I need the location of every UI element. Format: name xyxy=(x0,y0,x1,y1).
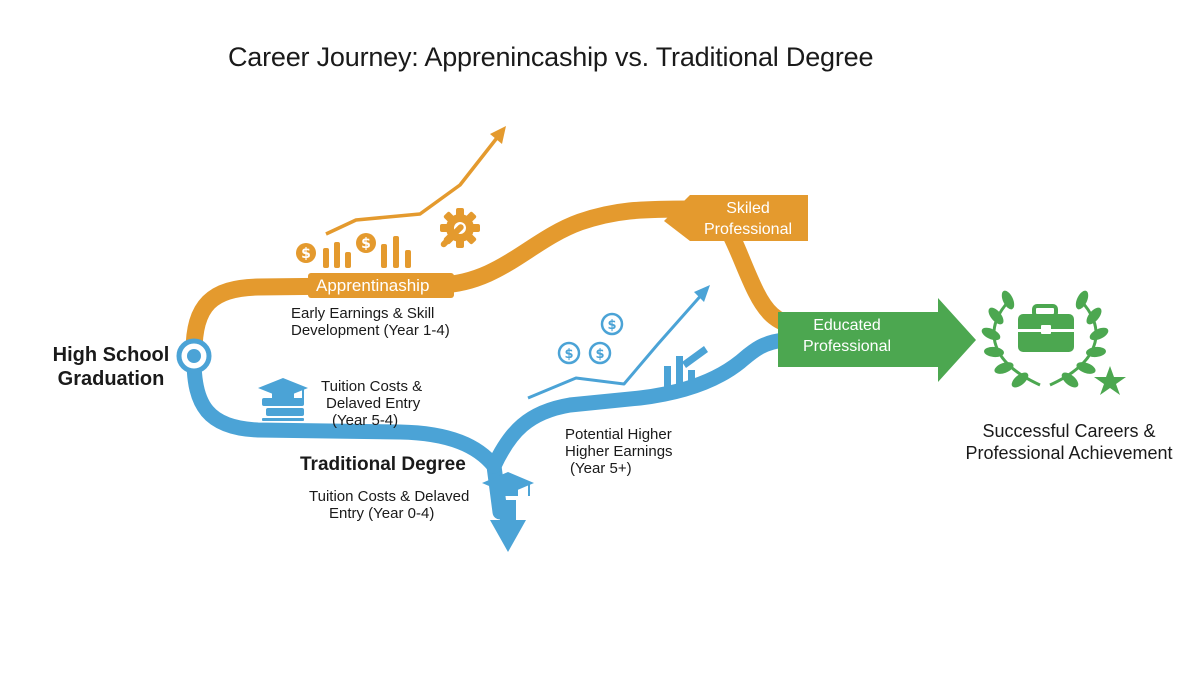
apprenticeship-banner xyxy=(308,273,454,298)
star-icon xyxy=(1094,366,1126,395)
apprenticeship-path xyxy=(185,200,804,361)
trend-arrow-icon xyxy=(325,126,506,236)
apprenticeship-label: Apprentinaship xyxy=(316,276,430,295)
dollar-coin-icon: $ xyxy=(296,243,316,263)
briefcase-icon xyxy=(1018,304,1074,352)
dollar-coin-icon: $ xyxy=(356,233,376,253)
potential-earnings-description: Potential Higher Higher Earnings (Year 5… xyxy=(565,426,673,477)
gear-wrench-icon xyxy=(440,208,480,248)
traditional-path xyxy=(186,352,508,520)
start-node-core xyxy=(187,349,201,363)
graduation-cap-icon xyxy=(258,378,308,400)
trend-arrow-icon xyxy=(527,285,710,400)
svg-text:$: $ xyxy=(301,246,311,262)
svg-text:$: $ xyxy=(564,347,573,362)
apprenticeship-description: Early Earnings & Skill Development (Year… xyxy=(291,305,450,339)
educated-professional-arrow xyxy=(778,298,976,382)
svg-text:$: $ xyxy=(595,347,604,362)
skilled-professional-banner xyxy=(664,195,808,241)
traditional-lower-description: Tuition Costs & Delaved Entry (Year 0-4) xyxy=(309,488,470,522)
graduation-cap-icon xyxy=(482,472,534,496)
bar-chart-icon xyxy=(323,236,411,268)
dollar-coin-icon: $ xyxy=(588,341,612,365)
page-title: Career Journey: Apprenincaship vs. Tradi… xyxy=(228,42,874,72)
svg-text:$: $ xyxy=(361,236,371,252)
traditional-upward-path xyxy=(486,332,793,474)
traditional-degree-label: Traditional Degree xyxy=(300,454,466,475)
laurel-wreath-icon xyxy=(981,290,1109,388)
outcome-label: Successful Careers &Professional Achieve… xyxy=(965,421,1173,463)
dollar-coin-icon: $ xyxy=(600,312,624,336)
svg-text:$: $ xyxy=(607,318,616,333)
down-arrow-icon xyxy=(490,500,526,552)
traditional-upper-description: Tuition Costs & Delaved Entry (Year 5-4) xyxy=(321,378,423,429)
bar-chart-icon xyxy=(664,346,708,388)
dollar-coin-icon: $ xyxy=(557,341,581,365)
books-icon xyxy=(262,398,304,421)
